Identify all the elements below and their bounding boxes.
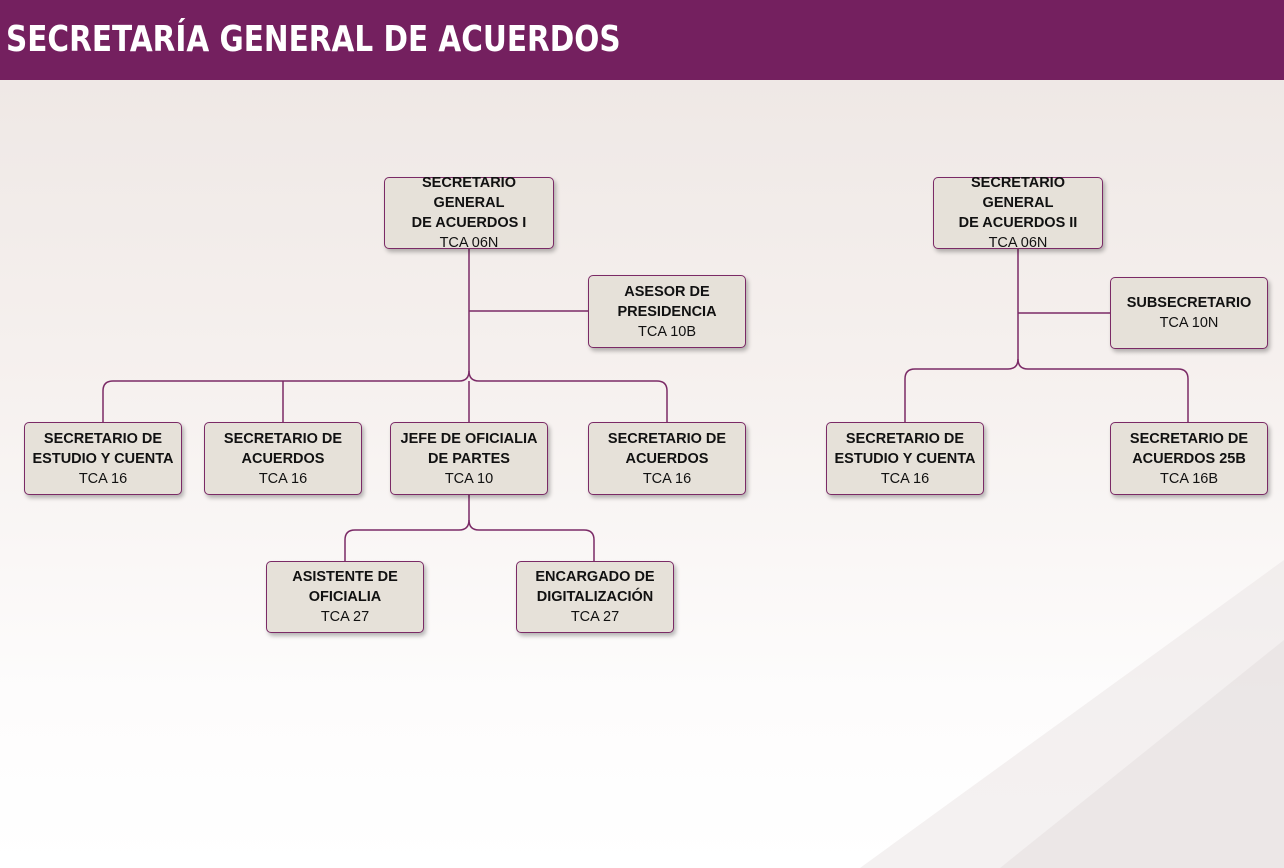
node-code: TCA 06N bbox=[988, 235, 1048, 251]
node-code: TCA 16 bbox=[880, 470, 930, 487]
node-jefe-oficialia-partes: JEFE DE OFICIALIA DE PARTES TCA 10 bbox=[390, 422, 548, 495]
node-title: ASESOR DE PRESIDENCIA bbox=[617, 283, 717, 320]
node-code: TCA 10 bbox=[444, 470, 494, 487]
node-title: SUBSECRETARIO bbox=[1126, 295, 1252, 311]
node-secretario-acuerdos-25b: SECRETARIO DE ACUERDOS 25B TCA 16B bbox=[1110, 422, 1268, 495]
node-code: TCA 16 bbox=[78, 470, 128, 487]
node-asesor-presidencia: ASESOR DE PRESIDENCIA TCA 10B bbox=[588, 275, 746, 348]
node-secretario-general-i: SECRETARIO GENERAL DE ACUERDOS I TCA 06N bbox=[384, 175, 554, 251]
connector-line bbox=[904, 358, 1019, 422]
node-title: SECRETARIO DE ACUERDOS bbox=[223, 430, 343, 467]
node-secretario-estudio-cuenta-2: SECRETARIO DE ESTUDIO Y CUENTA TCA 16 bbox=[826, 422, 984, 495]
node-title: SECRETARIO DE ESTUDIO Y CUENTA bbox=[32, 430, 174, 467]
node-title: SECRETARIO DE ACUERDOS bbox=[607, 430, 727, 467]
node-secretario-estudio-cuenta-1: SECRETARIO DE ESTUDIO Y CUENTA TCA 16 bbox=[24, 422, 182, 495]
header-bar: SECRETARÍA GENERAL DE ACUERDOS bbox=[0, 0, 1284, 80]
node-code: TCA 27 bbox=[320, 609, 370, 625]
connector-line bbox=[344, 495, 470, 561]
node-title: SECRETARIO GENERAL DE ACUERDOS II bbox=[958, 175, 1078, 231]
node-secretario-acuerdos-1: SECRETARIO DE ACUERDOS TCA 16 bbox=[204, 422, 362, 495]
node-code: TCA 16 bbox=[258, 470, 308, 487]
node-code: TCA 10N bbox=[1159, 315, 1219, 331]
node-title: ENCARGADO DE DIGITALIZACIÓN bbox=[535, 569, 655, 605]
node-title: JEFE DE OFICIALIA DE PARTES bbox=[400, 430, 538, 467]
node-code: TCA 06N bbox=[439, 235, 499, 251]
node-title: SECRETARIO DE ACUERDOS 25B bbox=[1129, 430, 1249, 467]
node-title: SECRETARIO DE ESTUDIO Y CUENTA bbox=[834, 430, 976, 467]
node-subsecretario: SUBSECRETARIO TCA 10N bbox=[1110, 277, 1268, 349]
node-code: TCA 16 bbox=[642, 470, 692, 487]
connector-line bbox=[102, 370, 470, 422]
node-code: TCA 10B bbox=[637, 323, 697, 340]
node-code: TCA 16B bbox=[1159, 470, 1219, 487]
node-code: TCA 27 bbox=[570, 609, 620, 625]
connector-line bbox=[1017, 358, 1189, 422]
node-secretario-acuerdos-2: SECRETARIO DE ACUERDOS TCA 16 bbox=[588, 422, 746, 495]
page-title: SECRETARÍA GENERAL DE ACUERDOS bbox=[6, 19, 621, 60]
node-asistente-oficialia: ASISTENTE DE OFICIALIA TCA 27 bbox=[266, 561, 424, 633]
node-encargado-digitalizacion: ENCARGADO DE DIGITALIZACIÓN TCA 27 bbox=[516, 561, 674, 633]
node-title: ASISTENTE DE OFICIALIA bbox=[292, 569, 398, 605]
connector-line bbox=[468, 370, 668, 422]
node-title: SECRETARIO GENERAL DE ACUERDOS I bbox=[411, 175, 527, 231]
node-secretario-general-ii: SECRETARIO GENERAL DE ACUERDOS II TCA 06… bbox=[933, 175, 1103, 251]
connector-line bbox=[468, 519, 595, 561]
